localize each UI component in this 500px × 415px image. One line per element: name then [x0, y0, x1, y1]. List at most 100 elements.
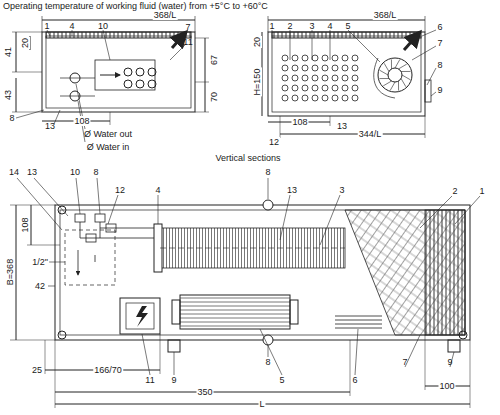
drawing-stroke — [124, 68, 132, 76]
valve-group — [75, 214, 154, 275]
callout-number: 14 — [8, 167, 20, 177]
drawing-stroke — [330, 116, 331, 126]
drawing-stroke — [106, 224, 116, 232]
drawing-stroke — [158, 195, 159, 224]
heat-exchanger-tube — [282, 95, 288, 101]
callout-number: 6 — [351, 375, 358, 385]
drawing-stroke — [263, 200, 273, 210]
drawing-stroke — [75, 214, 85, 222]
fan-blade — [383, 81, 391, 86]
drawing-stroke — [46, 36, 191, 108]
drawing-stroke — [46, 32, 191, 38]
drawing-stroke — [205, 38, 206, 82]
drawing-stroke — [420, 196, 452, 228]
drawing-stroke — [425, 16, 426, 32]
dimension-label: B=368 — [5, 258, 15, 286]
drawing-stroke — [95, 214, 105, 222]
callout-number: 7 — [436, 38, 443, 48]
heat-exchanger-tube — [312, 65, 318, 71]
drawing-stroke — [379, 59, 410, 90]
drawing-stroke — [455, 196, 480, 224]
drawing-stroke — [126, 303, 154, 329]
fan-blade — [401, 71, 411, 72]
heat-exchanger-tube — [282, 85, 288, 91]
callout-number: 4 — [68, 21, 75, 31]
drawing-stroke — [16, 205, 17, 340]
dimension-label: 20 — [20, 37, 30, 49]
drawing-stroke — [174, 352, 175, 375]
drawing-stroke — [431, 92, 436, 96]
drawing-stroke — [10, 205, 55, 206]
dimension-label: 108 — [291, 117, 308, 127]
drawing-stroke — [16, 32, 17, 72]
drawing-stroke — [422, 30, 436, 36]
fan-blade — [390, 82, 395, 90]
dimension-label: 41 — [3, 46, 13, 58]
callout-number: 7 — [184, 22, 191, 32]
callout-number: 11 — [182, 37, 193, 47]
drawing-stroke — [272, 32, 421, 38]
fan-blade — [391, 59, 392, 69]
heat-exchanger-tube — [322, 75, 328, 81]
callout-number: 1 — [43, 21, 50, 31]
drawing-stroke — [110, 112, 111, 125]
drawing-stroke — [95, 60, 155, 90]
drawing-stroke — [448, 340, 460, 352]
pipe-label: Ø Water in — [86, 142, 131, 152]
drawing-stroke — [282, 55, 358, 101]
drawing-stroke — [470, 340, 471, 408]
callout-number: 9 — [170, 375, 177, 385]
drawing-stroke — [136, 80, 144, 88]
drawing-stroke — [280, 134, 425, 135]
drawing-stroke — [195, 112, 209, 113]
heat-exchanger-tube — [292, 95, 298, 101]
drawing-stroke — [148, 68, 156, 76]
heat-exchanger-tube — [282, 75, 288, 81]
drawing-stroke — [195, 82, 209, 83]
callout-number: 8 — [92, 167, 99, 177]
dimension-label: 368/L — [153, 10, 178, 20]
drawing-stroke — [160, 248, 345, 249]
callout-number: 13 — [286, 185, 298, 195]
fan-blade — [402, 75, 410, 80]
drawing-stroke — [78, 250, 79, 275]
drawing-stroke — [404, 32, 420, 50]
drawing-stroke — [80, 228, 154, 238]
drawing-stroke — [348, 30, 380, 62]
drawing-stroke — [136, 306, 148, 327]
drawing-stroke — [268, 32, 425, 116]
drawing-stroke — [335, 328, 382, 329]
drawing-stroke — [48, 262, 65, 263]
heat-exchanger-tube — [292, 65, 298, 71]
dimension-label: 43 — [3, 89, 13, 101]
plan-view — [10, 178, 480, 408]
drawing-stroke — [459, 331, 467, 339]
callout-number: 13 — [26, 167, 38, 177]
drawing-stroke — [12, 32, 42, 33]
drawing-stroke — [58, 331, 66, 339]
drawing-stroke — [160, 334, 161, 374]
heat-exchanger-tube — [322, 65, 328, 71]
callout-number: 12 — [114, 185, 126, 195]
heat-exchanger-tube — [332, 75, 338, 81]
callout-number: 11 — [144, 375, 155, 385]
drawing-stroke — [95, 255, 96, 262]
dimension-label: 108 — [73, 116, 90, 126]
heat-exchanger-tube — [312, 95, 318, 101]
drawing-stroke — [172, 300, 180, 324]
drawing-stroke — [16, 78, 17, 112]
drawing-stroke — [76, 178, 80, 214]
callout-number: 8 — [264, 167, 271, 177]
callout-number: 3 — [308, 21, 315, 31]
heat-exchanger-tube — [312, 55, 318, 61]
drawing-stroke — [180, 295, 290, 329]
drawing-stroke — [427, 68, 436, 85]
heat-exchanger-tube — [302, 95, 308, 101]
callout-number: 5 — [344, 21, 351, 31]
dimension-label: 25 — [31, 365, 43, 375]
drawing-stroke — [148, 80, 156, 88]
dimension-label: 1/2" — [31, 257, 49, 267]
drawing-stroke — [12, 72, 42, 73]
drawing-stroke — [388, 68, 402, 82]
